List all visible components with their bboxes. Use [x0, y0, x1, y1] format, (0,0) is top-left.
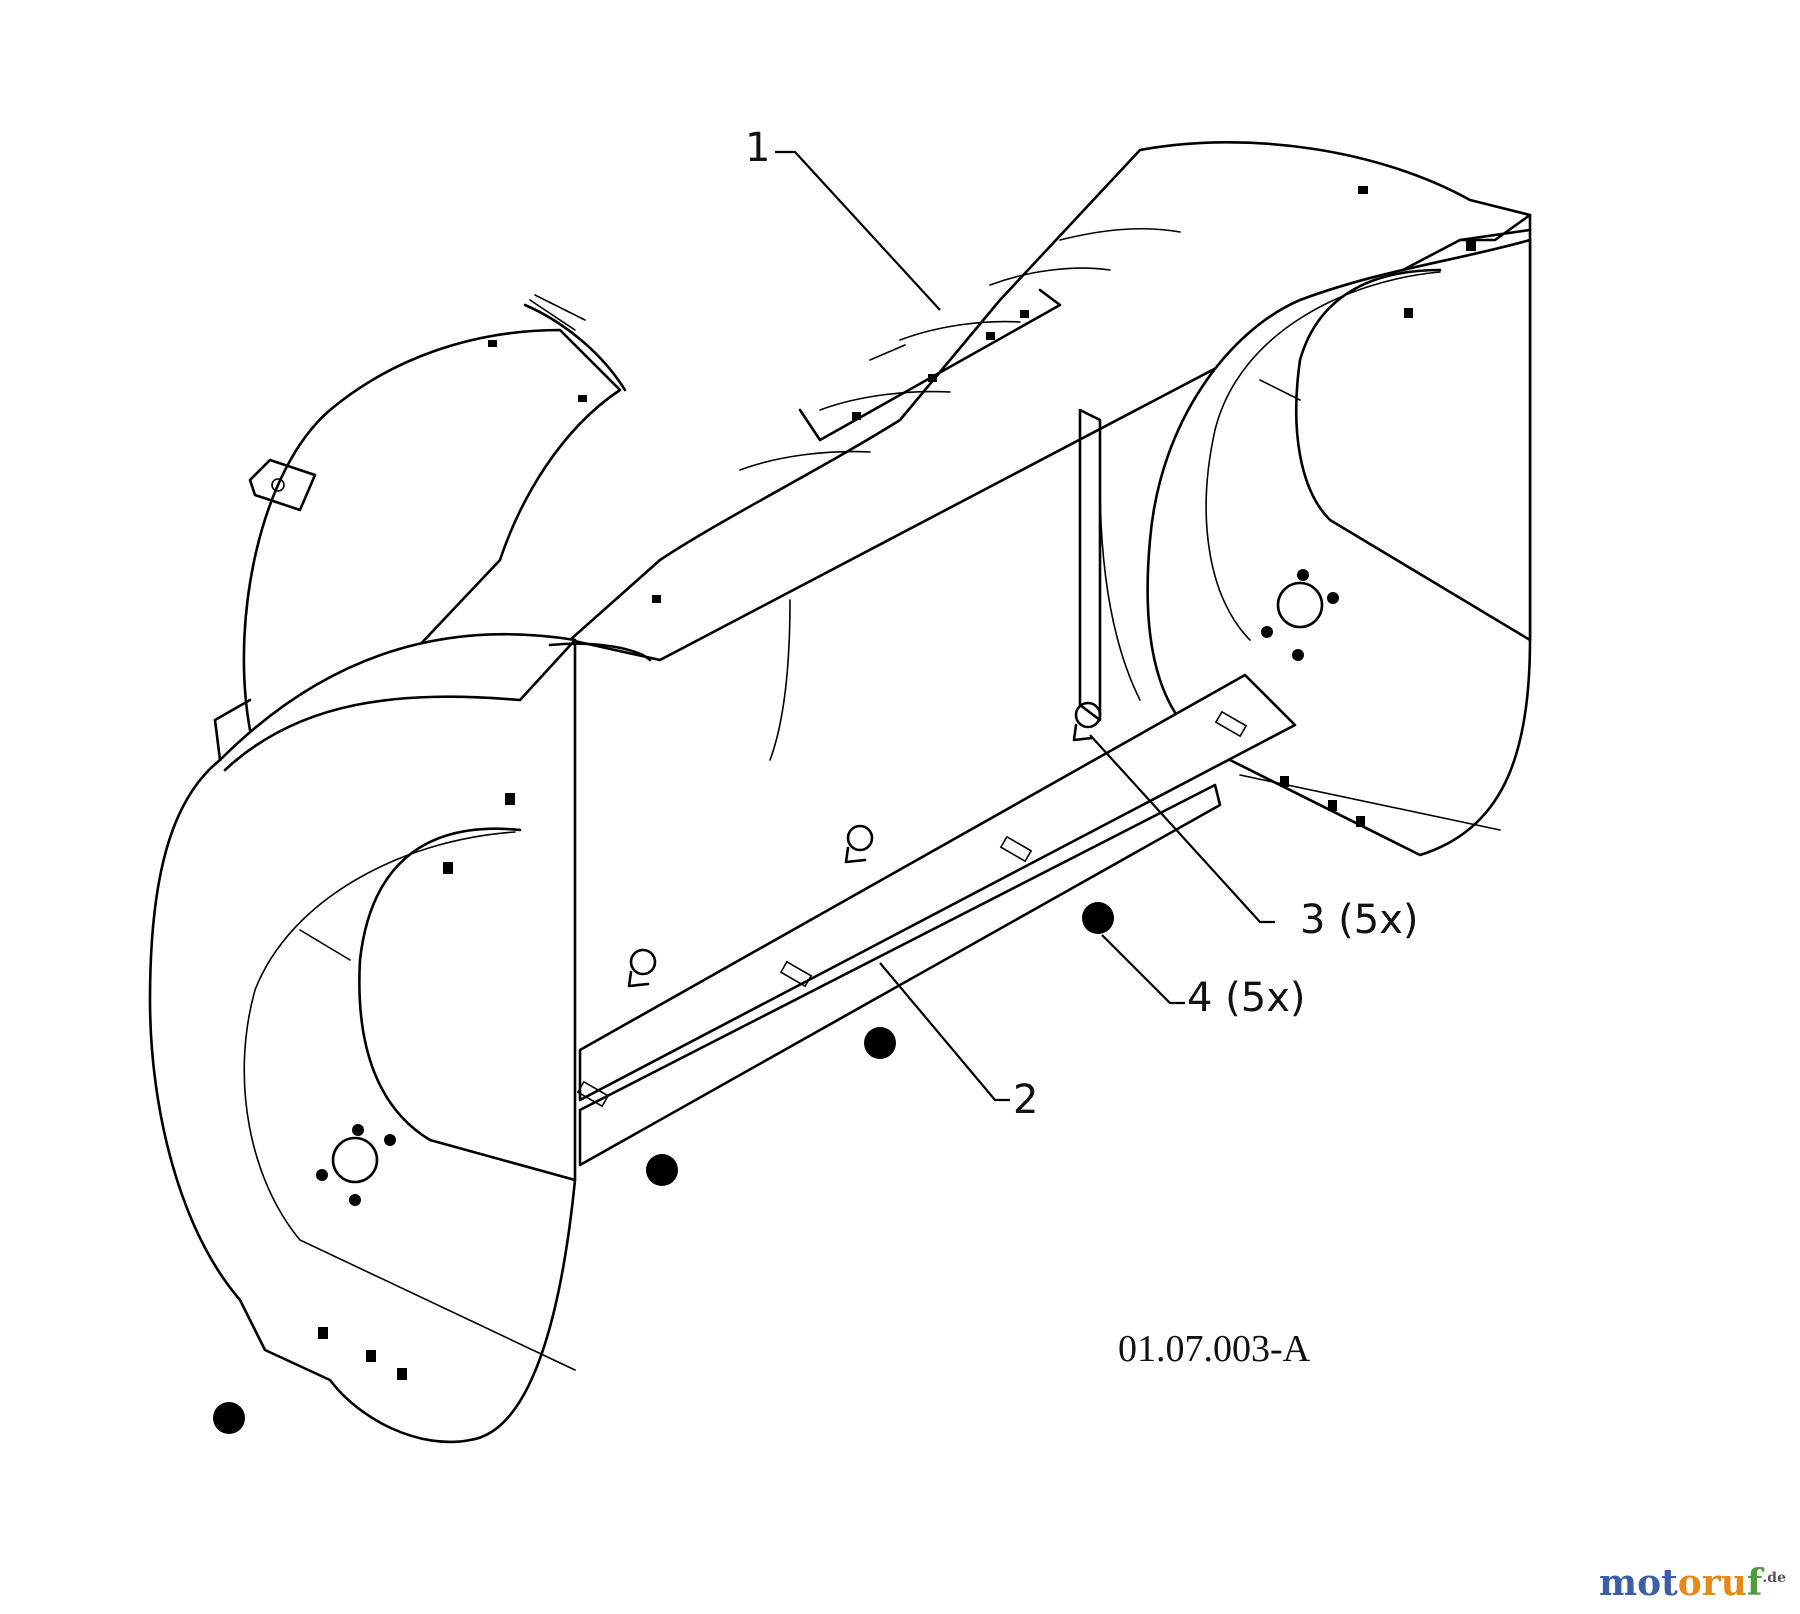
leader-lines: [775, 150, 1275, 1102]
callout-4: 4 (5x): [1187, 975, 1306, 1021]
carriage-bolts: [627, 701, 1102, 988]
rear-drum: [242, 294, 627, 742]
callout-3: 3 (5x): [1300, 897, 1419, 943]
watermark-logo: motoruf.de: [1599, 1562, 1786, 1604]
callout-1: 1: [745, 125, 771, 171]
drawing-code: 01.07.003-A: [1118, 1328, 1311, 1370]
hex-nuts: [213, 902, 1114, 1434]
left-drum: [148, 632, 652, 1444]
callout-2: 2: [1013, 1077, 1039, 1123]
back-panel: [769, 479, 1141, 761]
scraper-bar: [576, 673, 1297, 1167]
